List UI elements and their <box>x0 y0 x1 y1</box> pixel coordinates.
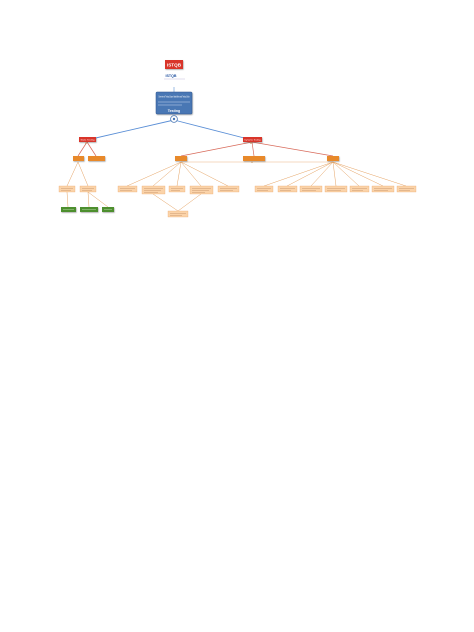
peach-node-3[interactable] <box>117 185 138 193</box>
peach-node-14[interactable] <box>371 185 395 193</box>
peach-node-1[interactable] <box>58 185 76 193</box>
branch-static-label: Static Testing <box>81 139 96 142</box>
root-description: Overview of Testing Types Variabilities … <box>159 96 190 99</box>
note-icon <box>85 142 87 144</box>
orange-node-3[interactable] <box>175 156 187 161</box>
root-node[interactable]: Overview of Testing Types Variabilities … <box>155 91 193 115</box>
peach-node-6[interactable] <box>189 185 214 195</box>
root-connector-dot <box>172 117 176 121</box>
note-icon <box>250 142 252 144</box>
note-icons <box>85 142 253 163</box>
peach-node-4[interactable] <box>141 185 166 195</box>
orange-nodes <box>73 156 339 161</box>
peach-node-9[interactable] <box>254 185 274 193</box>
peach-node-7[interactable] <box>217 185 240 193</box>
peach-node-13[interactable] <box>349 185 370 193</box>
orange-node-4[interactable] <box>243 156 265 161</box>
root-title: Testing <box>168 109 181 113</box>
peach-node-12[interactable] <box>324 185 348 193</box>
peach-node-text-lines <box>61 188 414 216</box>
peach-node-2[interactable] <box>79 185 97 193</box>
note-icon <box>251 161 253 163</box>
peach-node-5[interactable] <box>168 185 186 193</box>
connector-lines <box>66 87 407 212</box>
peach-nodes <box>58 185 417 218</box>
peach-node-10[interactable] <box>277 185 298 193</box>
peach-node-15[interactable] <box>396 185 417 193</box>
branch-dynamic-testing[interactable]: Dynamic Testing <box>243 137 262 142</box>
orange-node-5[interactable] <box>327 156 339 161</box>
peach-node-11[interactable] <box>299 185 323 193</box>
orange-node-2[interactable] <box>88 156 105 161</box>
peach-node-8[interactable] <box>167 210 189 218</box>
logo-main-text: ISTQB <box>167 63 182 68</box>
logo-sub-text: ISTQB <box>166 74 177 78</box>
logo-badge <box>165 60 183 69</box>
branch-static-testing[interactable]: Static Testing <box>79 137 96 142</box>
branch-dynamic-label: Dynamic Testing <box>245 139 262 142</box>
logo: ISTQB ISTQB <box>164 60 185 80</box>
orange-node-1[interactable] <box>73 156 84 161</box>
